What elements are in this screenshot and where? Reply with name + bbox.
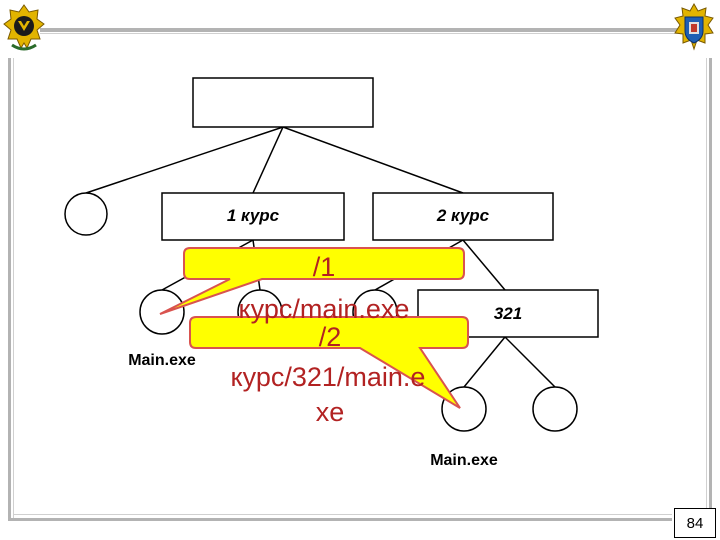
frame-bottom-border-inner (14, 514, 672, 515)
path1-line1: /1 (313, 252, 336, 282)
directory-node-2-kurs (372, 192, 554, 241)
frame-bottom-border (8, 518, 672, 521)
file-label-main-exe-2: Main.exe (430, 452, 498, 469)
root-directory-node (192, 77, 374, 128)
path-callout-2 (189, 316, 469, 409)
file-node-level3-b (532, 386, 578, 432)
frame-right-border (709, 58, 712, 520)
path-callout-1 (159, 247, 465, 315)
directory-label-2-kurs: 2 курс (436, 206, 490, 225)
directory-label-1-kurs: 1 курс (227, 206, 280, 225)
root-file-node (64, 192, 108, 236)
academy-emblem-icon (674, 3, 714, 51)
path2-line1: /2 (319, 322, 342, 352)
file-label-main-exe-1: Main.exe (128, 352, 196, 369)
frame-right-border-inner (706, 58, 707, 520)
page-number: 84 (674, 508, 716, 538)
frame-left-border-inner (13, 58, 14, 520)
directory-node-321 (417, 289, 599, 338)
path1-line2: курс/main.exe (239, 294, 410, 324)
frame-left-border (8, 58, 11, 520)
frame-top-border (40, 28, 680, 32)
military-emblem-icon (3, 4, 45, 51)
directory-label-321: 321 (494, 304, 522, 323)
path2-line3: xe (316, 397, 345, 427)
path2-line2: курс/321/main.e (231, 362, 426, 392)
directory-node-1-kurs (161, 192, 345, 241)
frame-top-border-inner (40, 33, 680, 34)
